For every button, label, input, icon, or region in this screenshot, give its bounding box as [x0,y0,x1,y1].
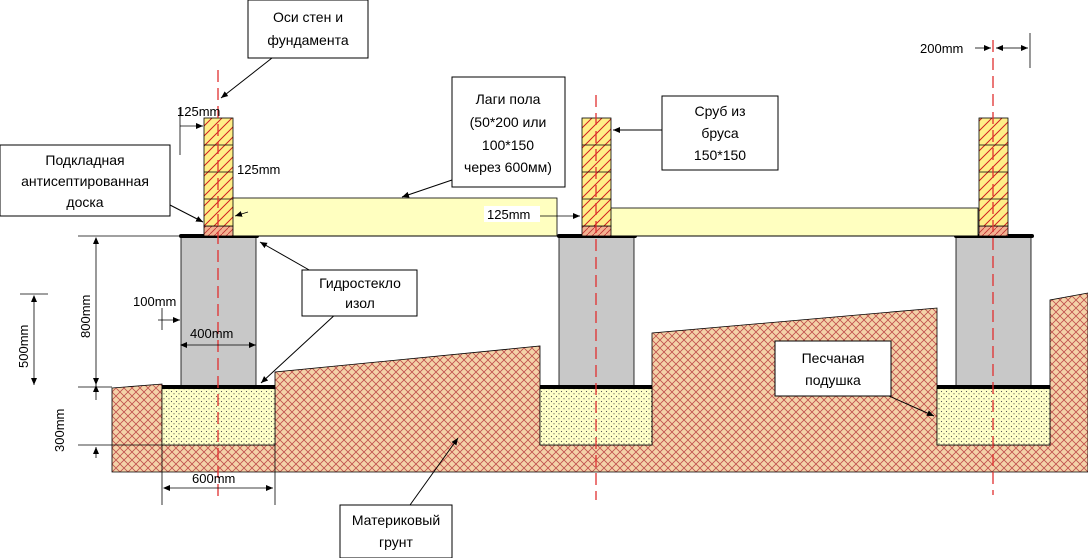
dim-125-center: 125mm [484,206,580,222]
dim-500: 500mm [16,293,48,385]
callout-waterproof-line1: Гидростекло [319,275,401,291]
dim-400: 400mm [180,326,256,348]
dim-600: 600mm [161,445,276,505]
callout-joists-line2: (50*200 или [470,114,547,130]
dim-125-top-label: 125mm [177,104,220,119]
callout-board-line3: доска [66,194,103,210]
dim-125-top: 125mm [177,104,220,155]
callout-joists-line1: Лаги пола [476,91,541,107]
dim-800: 800mm [78,235,181,388]
callout-sand-line2: подушка [805,372,861,388]
dim-600-label: 600mm [192,471,235,486]
callout-joists: Лаги пола (50*200 или 100*150 через 600м… [451,76,566,188]
dim-300: 300mm [52,385,162,458]
callout-waterproof-line2: изол [345,295,375,311]
callout-joists-line3: 100*150 [482,137,534,153]
dim-400-label: 400mm [190,326,233,341]
dim-100: 100mm [133,294,180,330]
callout-logs-line3: 150*150 [694,147,746,163]
callout-logs-line1: Сруб из [694,103,745,119]
callout-axes-line2: фундамента [267,32,348,48]
dim-125-mid: 125mm [234,162,280,217]
callout-logs-line2: бруса [701,125,738,141]
callout-axes-line1: Оси стен и [273,9,343,25]
callout-axes: Оси стен и фундамента [247,0,369,59]
callout-board: Подкладная антисептированная доска [0,144,171,217]
callout-logs: Сруб из бруса 150*150 [661,95,779,171]
callout-waterproof: Гидростекло изол [301,269,418,317]
callout-board-line2: антисептированная [21,173,149,189]
callout-joists-line4: через 600мм) [464,159,552,175]
callout-sand: Песчаная подушка [774,340,892,397]
dim-200: 200mm [920,33,1031,68]
dim-200-label: 200mm [920,41,963,56]
dim-800-label: 800mm [78,295,93,338]
floor-joist-right [609,207,979,237]
callout-sand-line1: Песчаная [802,350,865,366]
dim-125-mid-label: 125mm [237,162,280,177]
callout-ground-line1: Материковый [352,512,440,528]
sand-cushion-middle [539,387,653,446]
dim-100-label: 100mm [133,294,176,309]
callout-board-line1: Подкладная [45,152,124,168]
callout-ground: Материковый грунт [339,504,453,558]
dim-125-center-label: 125mm [487,207,530,222]
callout-ground-line2: грунт [379,534,413,550]
dim-500-label: 500mm [16,325,31,368]
dim-300-label: 300mm [52,409,67,452]
